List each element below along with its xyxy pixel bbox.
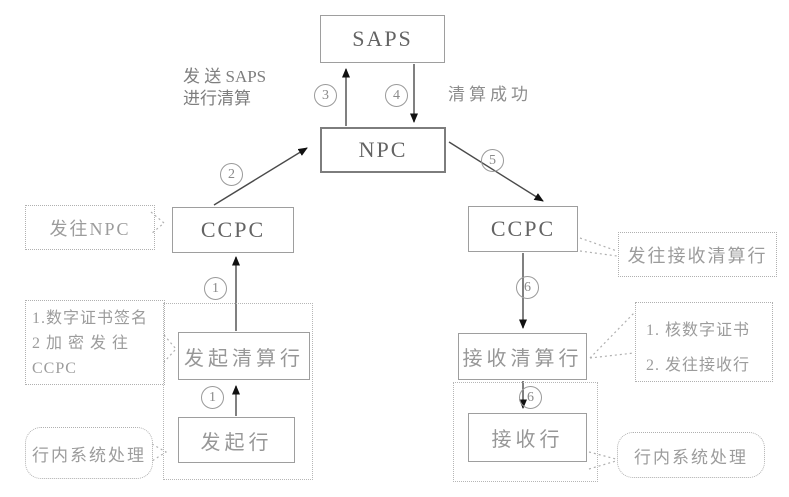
callout-sign-encrypt-line1: 1.数字证书签名 [32,310,149,327]
node-receiving-clearing-bank: 接收清算行 [458,333,587,380]
node-initiating-clearing-bank: 发起清算行 [178,332,310,380]
node-saps-label: SAPS [352,26,413,51]
step-badge-6-upper: 6 [516,276,539,299]
step-badge-3: 3 [314,84,337,107]
callout-inbank-processing-left: 行内系统处理 [25,427,153,479]
callout-verify-line1: 1. 核数字证书 [646,322,751,339]
label-send-saps: 发 送 SAPS 进行清算 [183,66,313,110]
step-badge-1-lower: 1 [201,386,224,409]
node-ccpc-right-label: CCPC [490,216,556,241]
step-badge-6-lower: 6 [519,386,542,409]
label-send-saps-line2: 进行清算 [183,89,251,108]
node-initiating-bank: 发起行 [178,417,295,463]
label-clearing-success-text: 清算成功 [448,85,532,104]
callout-send-to-npc: 发往NPC [25,205,155,250]
callout-send-to-npc-label: 发往NPC [49,218,131,239]
pointer-send-to-receiving-clearing [579,237,618,257]
callout-send-to-receiving-clearing: 发往接收清算行 [618,232,777,277]
label-clearing-success: 清算成功 [448,84,532,106]
callout-inbank-processing-right-label: 行内系统处理 [634,447,748,467]
node-ccpc-left: CCPC [172,207,294,253]
step-badge-1-upper: 1 [204,277,227,300]
node-ccpc-left-label: CCPC [200,217,266,242]
pointer-send-to-npc [150,211,165,235]
callout-sign-encrypt: 1.数字证书签名 2 加 密 发 往 CCPC [25,300,165,385]
node-npc: NPC [320,127,446,173]
callout-inbank-processing-left-label: 行内系统处理 [32,445,146,465]
step-badge-5: 5 [481,149,504,172]
node-saps: SAPS [320,15,445,63]
callout-verify-line2: 2. 发往接收行 [646,357,751,374]
pointer-verify [589,312,635,359]
initiating-bank-group-frame [163,303,313,480]
node-initiating-clearing-bank-label: 发起清算行 [184,347,304,370]
receiving-bank-group-frame [453,382,598,482]
node-receiving-bank-label: 接收行 [491,429,564,451]
node-receiving-bank: 接收行 [468,413,587,462]
callout-inbank-processing-right: 行内系统处理 [617,432,765,478]
pointer-sign-encrypt [163,334,177,363]
callout-verify-certificate: 1. 核数字证书 2. 发往接收行 [635,302,773,382]
node-initiating-bank-label: 发起行 [200,431,273,454]
node-npc-label: NPC [358,137,408,162]
callout-sign-encrypt-line3: CCPC [32,360,77,377]
arrow-npc-to-ccpc-right [448,141,544,202]
callout-send-to-receiving-clearing-label: 发往接收清算行 [627,245,768,266]
node-ccpc-right: CCPC [468,206,578,252]
pointer-inbank-left [151,443,168,462]
label-send-saps-line1: 发 送 SAPS [183,67,267,86]
callout-sign-encrypt-line2: 2 加 密 发 往 [32,335,130,352]
step-badge-2: 2 [220,163,243,186]
node-receiving-clearing-bank-label: 接收清算行 [462,348,583,370]
step-badge-4: 4 [385,84,408,107]
arrow-ccpc-to-npc [213,147,308,206]
